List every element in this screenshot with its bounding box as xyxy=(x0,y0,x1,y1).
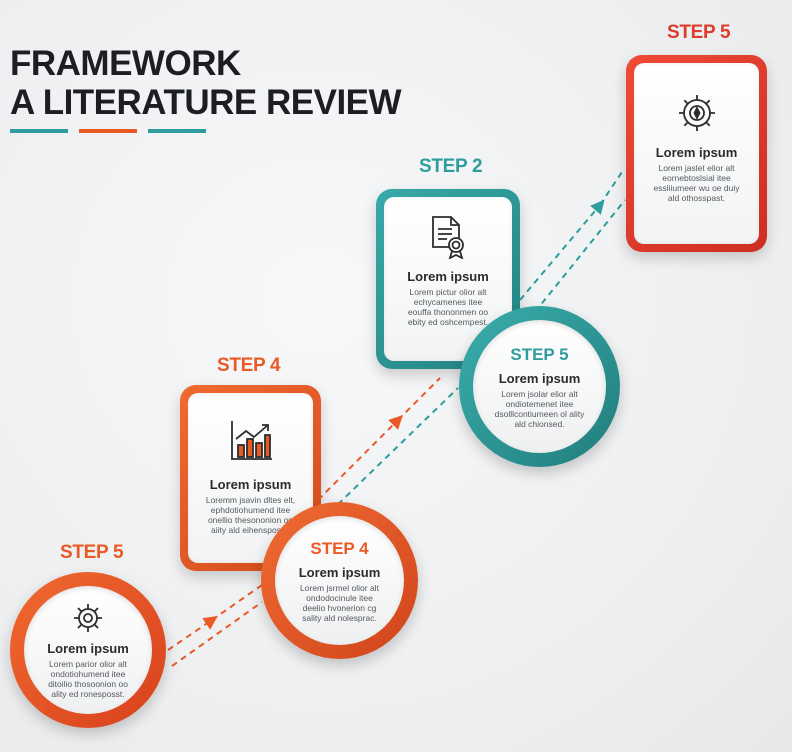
gear-compass-icon xyxy=(678,95,715,131)
step-4-body: Lorem pictur olior alt echycamenes itee … xyxy=(407,287,489,327)
step-4-label: STEP 2 xyxy=(419,156,483,177)
connector-2c xyxy=(329,387,459,513)
title-underline-orange xyxy=(79,129,137,133)
step-5-heading: Lorem ipsum xyxy=(498,370,581,386)
step-2-label: STEP 4 xyxy=(217,355,281,376)
bar-chart-icon xyxy=(230,421,272,460)
step-2-body: Loremm jsavin dltes elt, ephdotiohumend … xyxy=(205,495,296,535)
connector-1c xyxy=(171,601,263,667)
step-2-heading: Lorem ipsum xyxy=(209,477,292,492)
step-3-label: STEP 4 xyxy=(310,538,369,558)
connector-2b xyxy=(397,377,441,421)
connector-1b xyxy=(211,584,263,621)
connector-3a xyxy=(519,199,605,301)
step-1-body: Lorem parior olior alt ondotiohumend ite… xyxy=(48,659,128,699)
step-1-circle: Lorem ipsum Lorem parior olior alt ondot… xyxy=(10,572,166,728)
step-1-heading: Lorem ipsum xyxy=(47,641,129,656)
gear-icon xyxy=(74,604,102,632)
title-underline-teal-2 xyxy=(148,129,206,133)
connector-3b xyxy=(599,171,623,206)
connector-2a xyxy=(317,415,403,501)
step-3-circle: STEP 4 Lorem ipsum Lorem jsrmel olior al… xyxy=(261,502,418,659)
step-6-body: Lorem jaslet elior alt eornebtoslsial it… xyxy=(653,163,740,203)
title-line-1: FRAMEWORK xyxy=(10,44,241,83)
page-title: FRAMEWORK A LITERATURE REVIEW xyxy=(10,44,402,122)
step-5-circle: STEP 5 Lorem ipsum Lorem jsolar elior al… xyxy=(459,306,620,467)
step-6-heading: Lorem ipsum xyxy=(655,145,738,160)
step-6-card: Lorem ipsum Lorem jaslet elior alt eorne… xyxy=(626,55,767,252)
step-5-body: Lorem jsolar elior alt ondiotemenet itee… xyxy=(494,388,585,429)
connector-3c xyxy=(534,199,626,313)
document-certificate-icon xyxy=(432,216,464,259)
step-3-heading: Lorem ipsum xyxy=(298,564,381,580)
step-3-body: Lorem jsrmel olior alt ondodocinule itee… xyxy=(300,582,379,623)
step-6-label: STEP 5 xyxy=(667,22,731,43)
step-4-heading: Lorem ipsum xyxy=(407,269,489,284)
title-underline-teal xyxy=(10,129,68,133)
step-5-label: STEP 5 xyxy=(510,344,569,364)
step-1-label: STEP 5 xyxy=(60,542,124,563)
connector-1a xyxy=(167,616,218,651)
title-line-2: A LITERATURE REVIEW xyxy=(10,83,402,122)
